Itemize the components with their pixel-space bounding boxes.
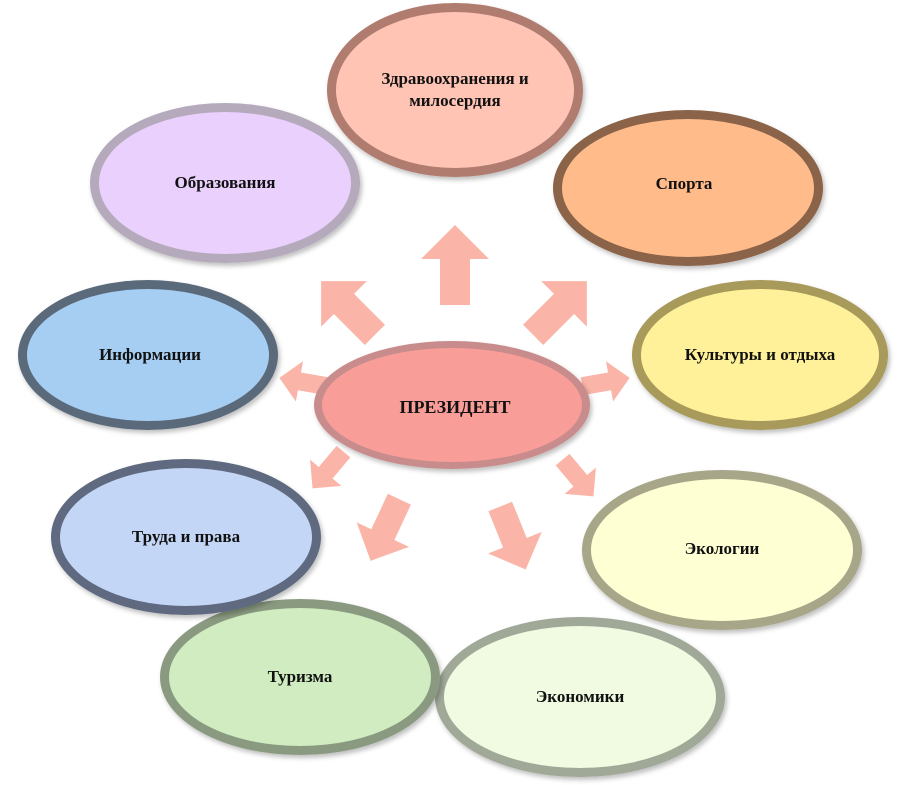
center-label: ПРЕЗИДЕНТ xyxy=(399,397,511,417)
arrow-icon xyxy=(321,281,385,345)
node-label-education: Образования xyxy=(174,173,276,192)
node-education xyxy=(99,112,351,254)
arrow-icon xyxy=(580,361,630,402)
arrow-icon xyxy=(555,453,596,497)
arrow-icon xyxy=(421,225,489,305)
arrow-icon xyxy=(279,361,329,402)
node-label-labor: Труда и права xyxy=(131,527,241,546)
node-economy xyxy=(444,626,716,768)
node-culture xyxy=(641,289,879,421)
node-label-sport: Спорта xyxy=(655,174,713,193)
arrow-icon xyxy=(356,493,411,561)
node-tourism xyxy=(169,608,431,746)
node-label-culture: Культуры и отдыха xyxy=(684,345,836,364)
center-node xyxy=(322,348,582,462)
node-health xyxy=(336,12,574,168)
node-label-ecology: Экологии xyxy=(684,539,760,558)
node-sport xyxy=(562,119,814,257)
arrow-icon xyxy=(310,445,351,489)
node-labor xyxy=(60,468,312,606)
node-ecology xyxy=(591,479,853,621)
arrow-icon xyxy=(488,501,542,570)
node-information xyxy=(27,289,269,421)
node-label-health: Здравоохранения и милосердия xyxy=(381,69,529,110)
node-label-tourism: Туризма xyxy=(267,667,333,686)
node-label-economy: Экономики xyxy=(535,687,625,706)
node-label-information: Информации xyxy=(99,345,201,364)
arrow-icon xyxy=(523,281,587,345)
